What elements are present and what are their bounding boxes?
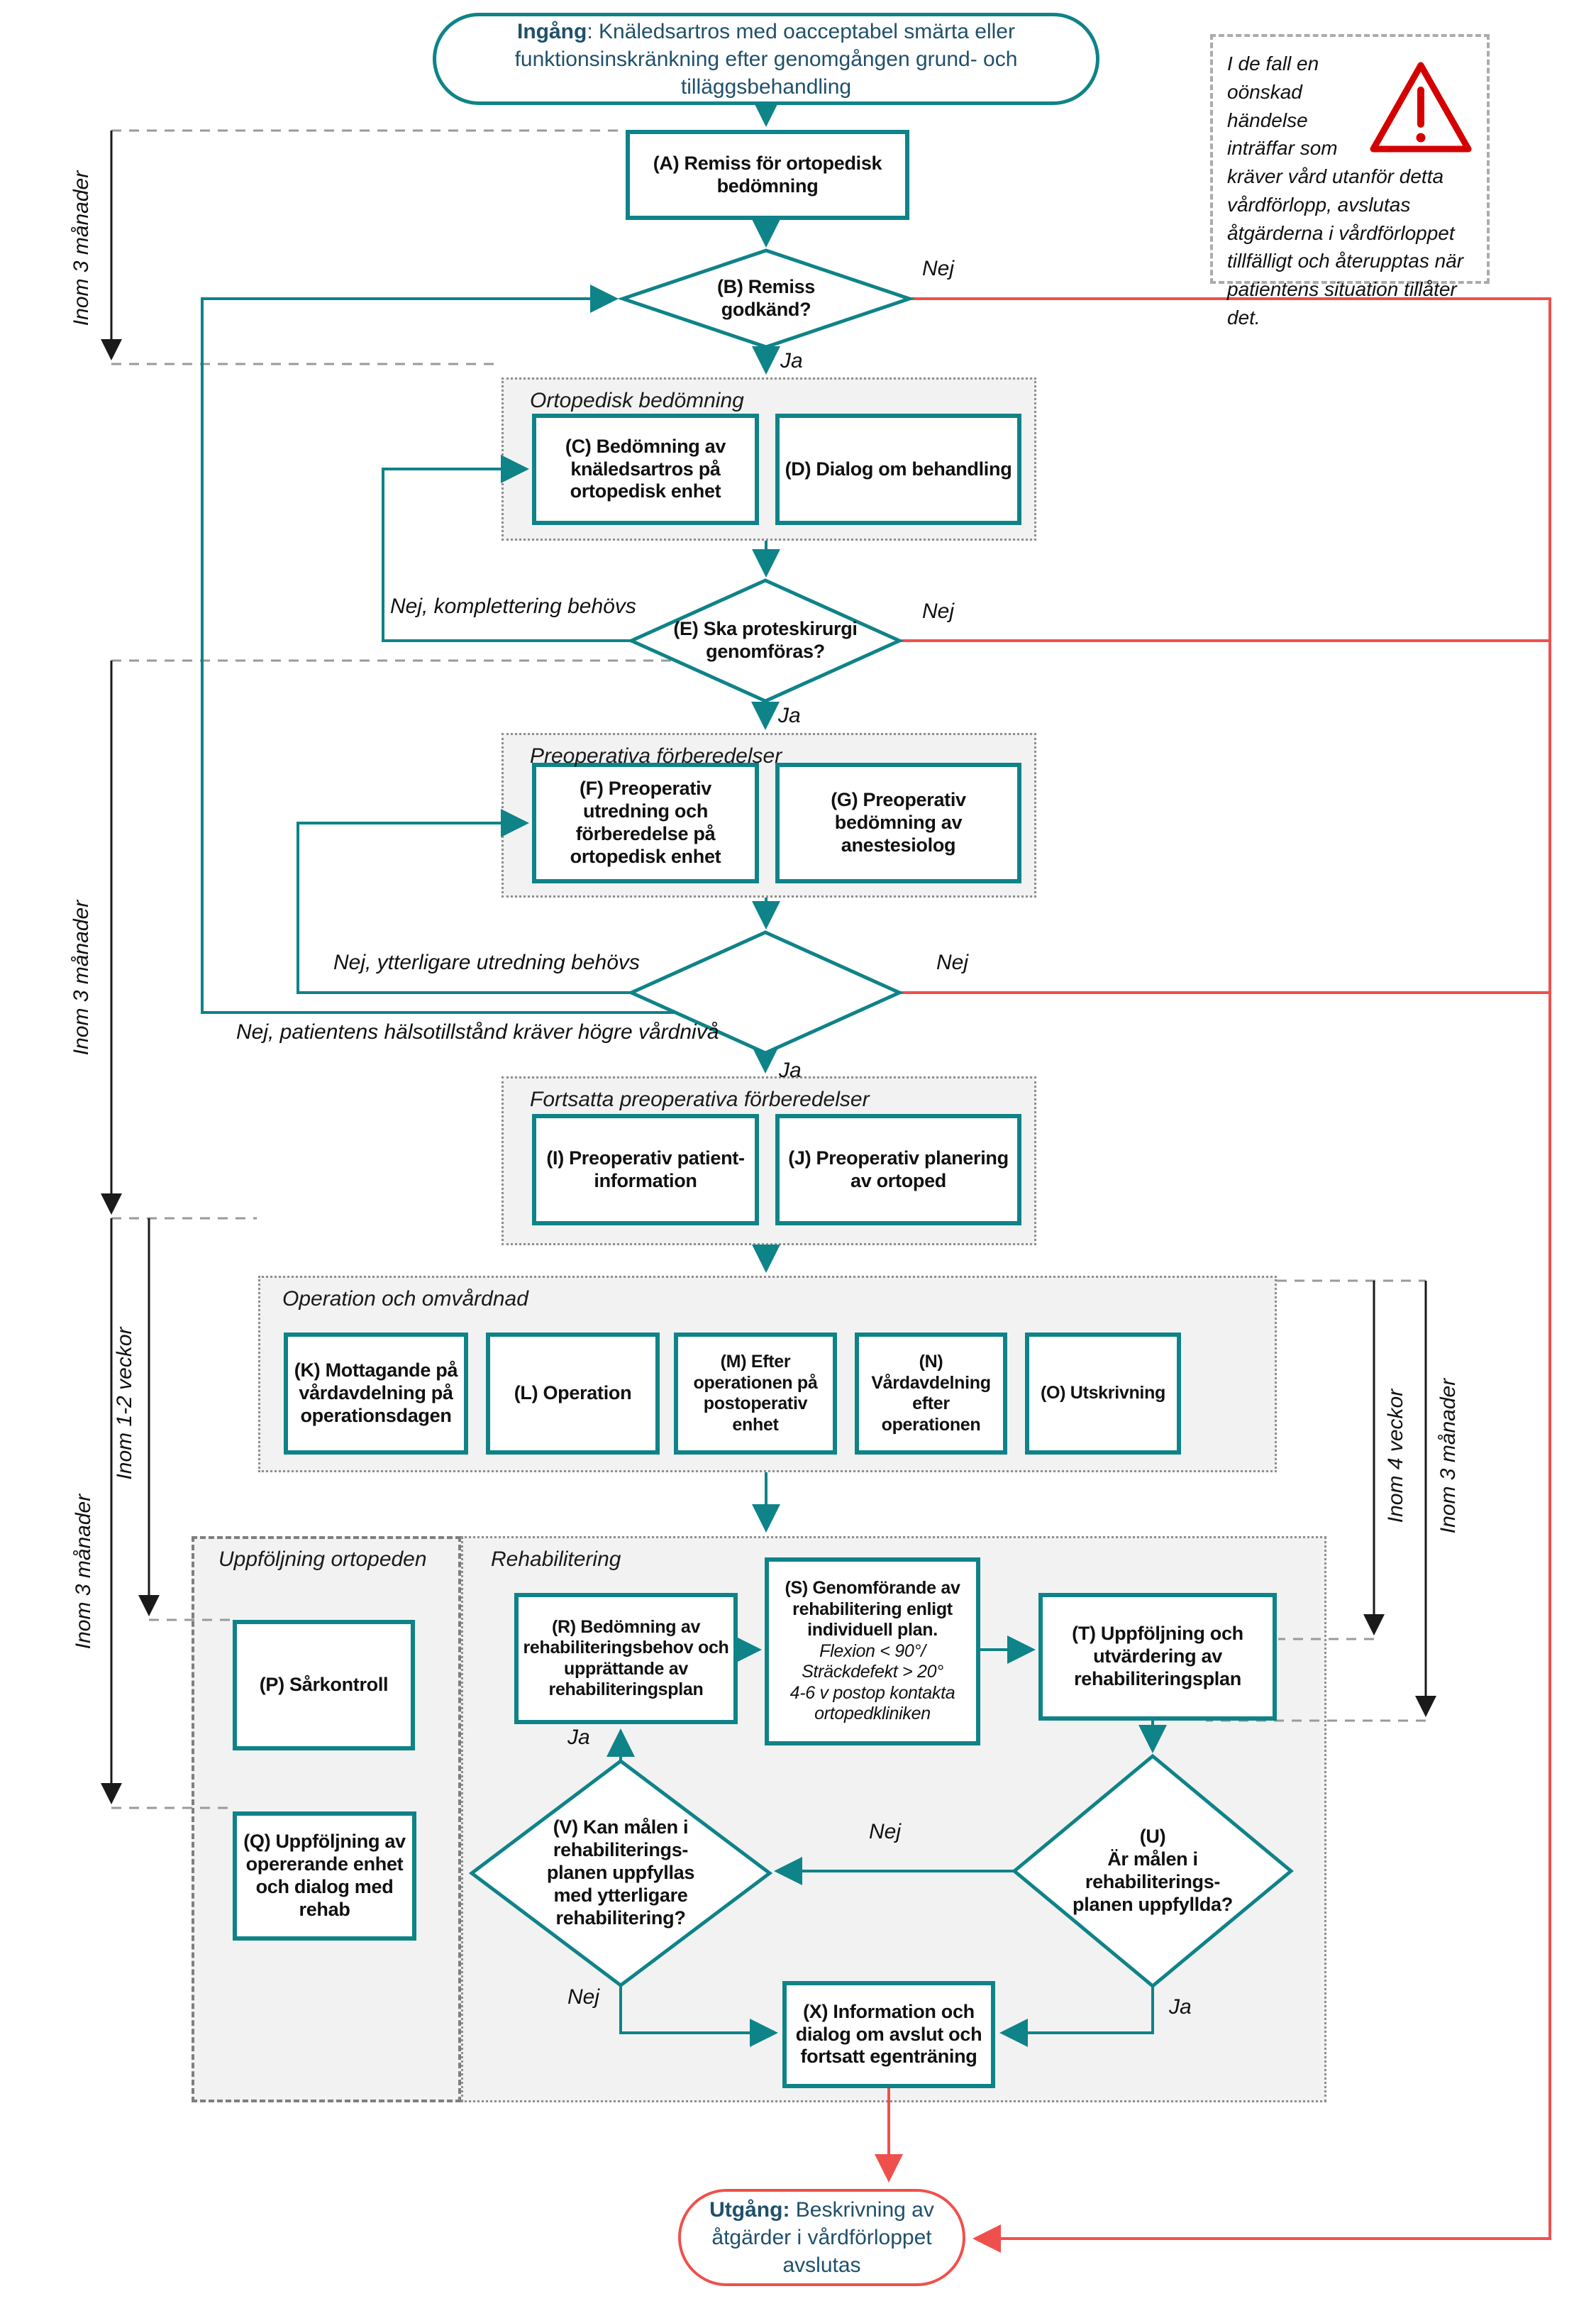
warning-text: I de fall en oönskad händelse inträffar … — [1227, 53, 1464, 329]
label-v-ja: Ja — [567, 1726, 590, 1749]
exit-text: Utgång: Beskrivning av åtgärder i vårdfö… — [709, 2198, 934, 2277]
node-x: (X) Information och dialog om avslut och… — [782, 1981, 995, 2088]
node-f: (F) Preoperativ utredning och förberedel… — [532, 763, 759, 883]
exit-prefix: Utgång: — [709, 2198, 790, 2222]
timeline-4-label: Inom 3 månader — [72, 1494, 95, 1650]
edge-u-ja-to-x — [999, 1986, 1154, 2047]
diamond-v-label: (V) Kan målen i rehabiliterings- planen … — [546, 1816, 695, 1929]
node-l: (L) Operation — [486, 1333, 660, 1455]
label-v-nej: Nej — [567, 1985, 600, 2009]
label-e-nej: Nej — [922, 600, 955, 623]
node-c: (C) Bedömning av knäledsartros på ortope… — [532, 414, 759, 525]
label-h-nej: Nej — [936, 951, 969, 974]
node-s-note-2: Sträckdefekt > 20° — [802, 1662, 943, 1682]
timeline-5-label: Inom 4 veckor — [1384, 1389, 1407, 1523]
edge-v-nej-to-x — [619, 1985, 778, 2047]
label-b-ja: Ja — [780, 349, 803, 373]
edge-b-nej-red — [909, 297, 1551, 2253]
entry-prefix: Ingång — [517, 19, 587, 43]
diamond-v-shape — [468, 1758, 773, 1988]
node-a: (A) Remiss för ortopedisk bedömning — [626, 130, 909, 220]
label-h-loop-halsotillstand: Nej, patientens hälsotillstånd kräver hö… — [236, 1020, 719, 1044]
node-m: (M) Efter operationen på postoperativ en… — [674, 1333, 837, 1455]
timeline-1-label: Inom 3 månader — [70, 170, 93, 326]
node-t: (T) Uppföljning och utvärdering av rehab… — [1038, 1593, 1277, 1721]
node-g: (G) Preoperativ bedömning av anestesiolo… — [775, 763, 1021, 883]
exit-oval: Utgång: Beskrivning av åtgärder i vårdfö… — [678, 2189, 965, 2286]
label-e-ja: Ja — [778, 704, 801, 727]
label-u-ja: Ja — [1169, 1995, 1192, 2019]
diamond-u-head: (U) — [1139, 1826, 1166, 1848]
edge-h-loop-to-f — [297, 809, 631, 994]
diamond-b-label: (B) Remiss godkänd? — [716, 276, 816, 320]
node-s-note-1: Flexion < 90°/ — [819, 1640, 926, 1661]
entry-oval: Ingång: Knäledsartros med oacceptabel sm… — [433, 13, 1099, 105]
diamond-e-shape — [626, 578, 904, 703]
diamond-e-label: (E) Ska proteskirurgi genomföras? — [673, 618, 858, 662]
group-title-uppfoljning: Uppföljning ortopeden — [218, 1548, 427, 1571]
diamond-u-body: Är målen i rehabiliterings- planen uppfy… — [1073, 1848, 1233, 1915]
label-b-nej: Nej — [922, 257, 955, 280]
node-s-note-3: 4-6 v postop kontakta — [789, 1682, 955, 1703]
warning-triangle-icon — [1370, 62, 1472, 153]
node-s: (S) Genomförande av rehabilitering enlig… — [765, 1557, 980, 1745]
group-title-rehabilitering: Rehabilitering — [491, 1548, 621, 1571]
timeline-3-label: Inom 1-2 veckor — [113, 1327, 136, 1480]
node-o: (O) Utskrivning — [1025, 1333, 1181, 1455]
group-title-ortopedisk-bedomning: Ortopedisk bedömning — [530, 389, 744, 412]
label-u-nej: Nej — [869, 1820, 902, 1843]
node-i: (I) Preoperativ patient- information — [532, 1114, 759, 1225]
diamond-u-label: (U) Är målen i rehabiliterings- planen u… — [1064, 1807, 1241, 1935]
group-title-preoperativa: Preoperativa förberedelser — [530, 744, 782, 768]
label-h-ja: Ja — [779, 1059, 802, 1082]
node-s-note-4: ortopedkliniken — [814, 1704, 931, 1724]
edge-e-loop-to-c — [382, 455, 631, 642]
edge-h-loop-to-b — [201, 285, 675, 1014]
diamond-u-shape — [1012, 1753, 1294, 1989]
diamond-b-shape — [617, 248, 915, 349]
node-n: (N) Vårdavdelning efter operationen — [855, 1333, 1007, 1455]
timeline-2-label: Inom 3 månader — [70, 900, 93, 1056]
warning-note: I de fall en oönskad händelse inträffar … — [1210, 34, 1490, 329]
diamond-h-shape — [626, 930, 904, 1055]
timeline-6-label: Inom 3 månader — [1436, 1378, 1460, 1534]
node-p: (P) Sårkontroll — [233, 1620, 415, 1750]
diamond-h-label — [673, 961, 858, 1025]
entry-text: Ingång: Knäledsartros med oacceptabel sm… — [514, 19, 1018, 99]
node-j: (J) Preoperativ planering av ortoped — [775, 1114, 1021, 1225]
label-e-loop: Nej, komplettering behövs — [390, 595, 636, 618]
node-s-title: (S) Genomförande av rehabilitering enlig… — [785, 1578, 960, 1640]
node-d: (D) Dialog om behandling — [775, 414, 1021, 525]
label-h-loop-utredning: Nej, ytterligare utredning behövs — [333, 951, 640, 974]
group-title-operation: Operation och omvårdnad — [282, 1287, 528, 1311]
group-title-fortsatta: Fortsatta preoperativa förberedelser — [530, 1088, 870, 1111]
node-q: (Q) Uppföljning av opererande enhet och … — [233, 1811, 416, 1941]
node-r: (R) Bedömning av rehabiliteringsbehov oc… — [514, 1593, 738, 1724]
node-k: (K) Mottagande på vårdavdelning på opera… — [284, 1333, 468, 1455]
